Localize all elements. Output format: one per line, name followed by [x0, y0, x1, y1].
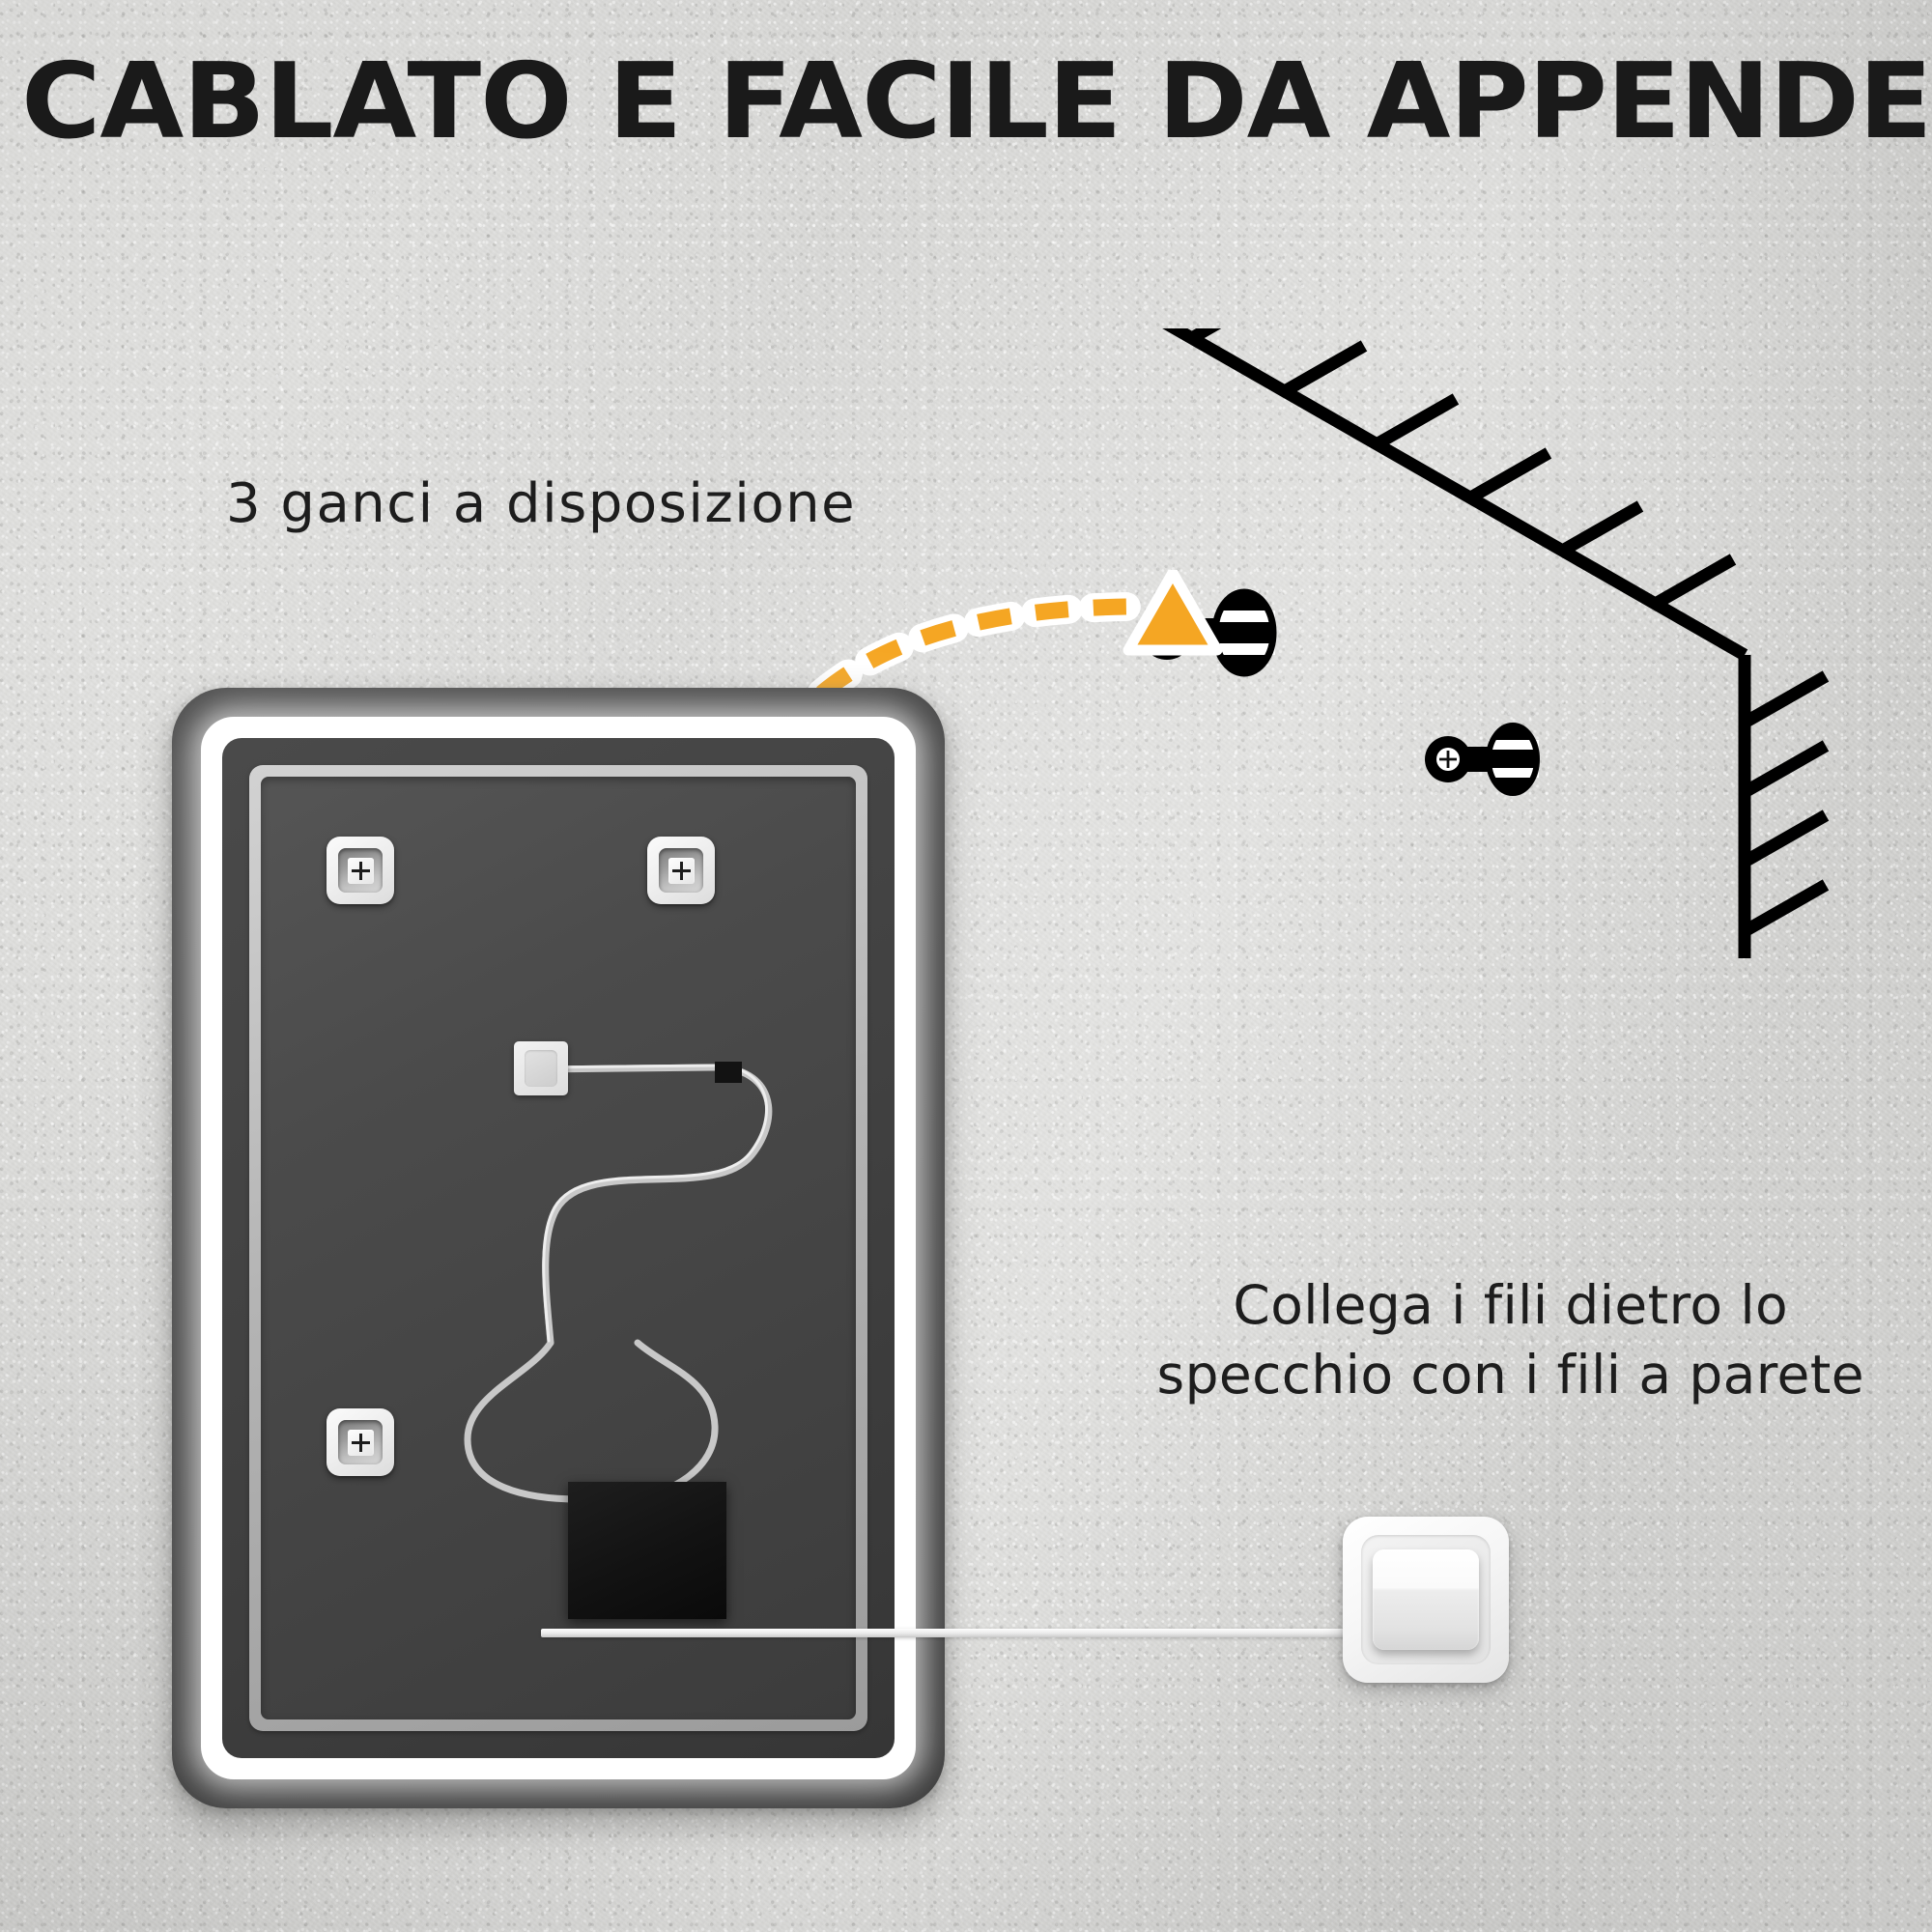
wiring-caption-line-1: Collega i fili dietro lo [1233, 1274, 1789, 1336]
hook-recess [659, 848, 703, 893]
led-light-strip [201, 717, 916, 1779]
hook-recess [338, 1420, 383, 1464]
hook-plate-icon [327, 837, 394, 904]
page-title: CABLATO E FACILE DA APPENDERE [21, 42, 1932, 162]
screw-head-plus-icon [668, 857, 695, 884]
screw-head-plus-icon [347, 1429, 374, 1456]
wiring-caption: Collega i fili dietro lo specchio con i … [1157, 1271, 1864, 1409]
wall-screw-icon [1425, 723, 1540, 796]
mirror-inner-band [222, 738, 895, 1758]
sensor-button [525, 1050, 557, 1087]
internal-wiring [464, 1062, 773, 1503]
screw-head-plus-icon [347, 857, 374, 884]
power-cable-to-switch [541, 1629, 1349, 1637]
hook-plate-icon [327, 1408, 394, 1476]
led-mirror [172, 688, 945, 1808]
touch-sensor-icon [514, 1041, 568, 1095]
wall-corner-hatch-icon [1162, 328, 1830, 958]
led-driver-box-icon [568, 1482, 726, 1619]
switch-bezel [1361, 1535, 1491, 1664]
mirror-back-panel [261, 777, 856, 1719]
hooks-caption: 3 ganci a disposizione [226, 472, 857, 535]
mirror-inner-rim [249, 765, 867, 1731]
wiring-caption-line-2: specchio con i fili a parete [1156, 1343, 1864, 1406]
switch-rocker-button[interactable] [1373, 1549, 1479, 1650]
hook-recess [338, 848, 383, 893]
wall-light-switch-icon[interactable] [1343, 1517, 1509, 1683]
hook-plate-icon [647, 837, 715, 904]
